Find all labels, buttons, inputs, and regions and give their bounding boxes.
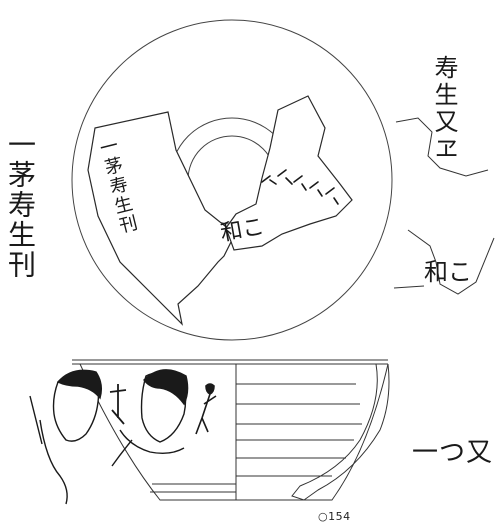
bowl-foot-profile	[291, 363, 390, 501]
shard-detail-right	[393, 117, 495, 295]
inscription-right-upper: 寿生又ヱ	[430, 55, 458, 163]
small-figure-right	[195, 383, 217, 435]
shard-detail-bottom-outline	[393, 229, 495, 295]
shard-fragment-a-outline	[87, 111, 236, 326]
shard-b-inscription-strokes	[261, 169, 339, 205]
figure-number: ○154	[318, 510, 351, 523]
small-figure-center	[109, 384, 127, 425]
face-left-hair	[56, 369, 103, 400]
shard-detail-top-outline	[395, 117, 489, 177]
shard-fragment-b-outline	[225, 95, 353, 251]
shard-fragment-a	[87, 111, 236, 326]
bowl-section-view	[72, 359, 390, 501]
inscription-right-mark: 和こ	[424, 258, 472, 286]
inscription-side: 一つ又	[412, 438, 494, 468]
face-left-body	[29, 395, 68, 505]
bowl-profile-outline	[72, 359, 389, 501]
inscription-outer-left: 一茅寿生刊	[4, 130, 37, 280]
figure-drawings	[29, 369, 217, 505]
face-center-hair	[143, 369, 189, 406]
bowl-outer-rim	[71, 19, 393, 341]
face-center-body	[111, 429, 185, 467]
shard-fragment-b	[225, 95, 353, 251]
